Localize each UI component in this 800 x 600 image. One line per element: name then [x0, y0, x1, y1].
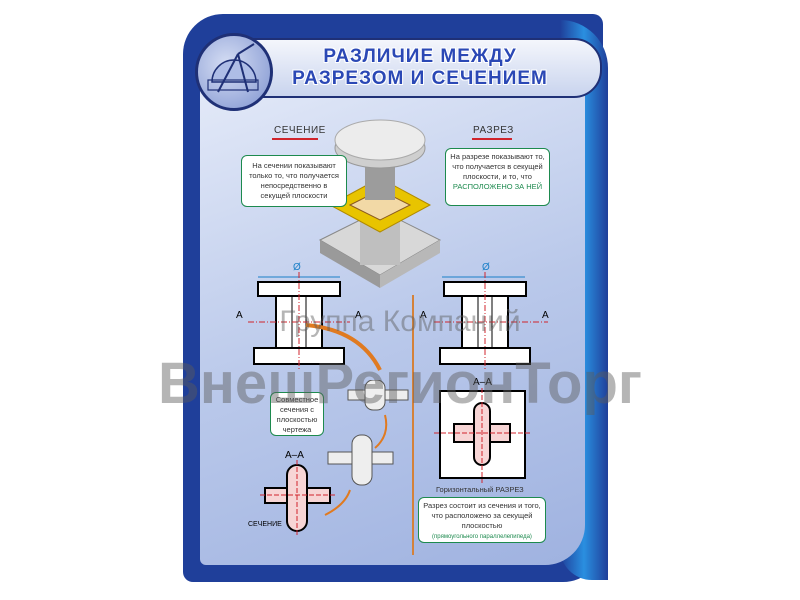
cut-note-highlight: РАСПОЛОЖЕНО ЗА НЕЙ — [452, 182, 543, 191]
section-front-view — [248, 272, 382, 371]
cut-heading-underline — [472, 138, 512, 140]
drafting-compass-icon — [195, 33, 273, 111]
section-heading-underline — [272, 138, 318, 140]
diameter-label-right: Ø — [482, 262, 490, 273]
bottom-note-text: Разрез состоит из сечения и того, что ра… — [423, 501, 541, 530]
section-heading: СЕЧЕНИЕ — [274, 125, 326, 136]
diameter-label-left: Ø — [293, 262, 301, 273]
a-mark-left-2: A — [355, 310, 362, 321]
title-line-1: РАЗЛИЧИЕ МЕЖДУ — [323, 46, 517, 67]
combined-section-note: Совместное сечения с плоскостью чертежа — [270, 392, 324, 436]
title-line-2: РАЗРЕЗОМ И СЕЧЕНИЕМ — [292, 68, 548, 89]
horizontal-cut-drawing — [434, 388, 532, 483]
section-crosses — [260, 380, 409, 535]
bottom-cut-note: Разрез состоит из сечения и того, что ра… — [418, 497, 546, 543]
horizontal-cut-label: Горизонтальный РАЗРЕЗ — [436, 485, 524, 494]
cut-note: На разрезе показывают то, что получается… — [445, 148, 550, 206]
a-mark-left-1: A — [236, 310, 243, 321]
watermark-line-2: ВнешРегионТорг — [157, 351, 643, 416]
section-label: СЕЧЕНИЕ — [248, 521, 282, 528]
isometric-model — [318, 119, 442, 288]
bottom-note-highlight: (прямоугольного параллелепипеда) — [432, 534, 532, 540]
section-aa-left: А–А — [285, 450, 304, 461]
cut-note-text: На разрезе показывают то, что получается… — [450, 152, 545, 181]
section-aa-right: А–А — [473, 377, 492, 388]
a-mark-right-2: A — [542, 310, 549, 321]
column-divider — [412, 295, 414, 555]
section-note: На сечении показывают только то, что пол… — [241, 155, 347, 207]
a-mark-right-1: A — [420, 310, 427, 321]
cut-heading: РАЗРЕЗ — [473, 125, 514, 136]
cut-front-view — [434, 272, 548, 370]
watermark-line-1: Группа Компаний — [279, 305, 521, 338]
